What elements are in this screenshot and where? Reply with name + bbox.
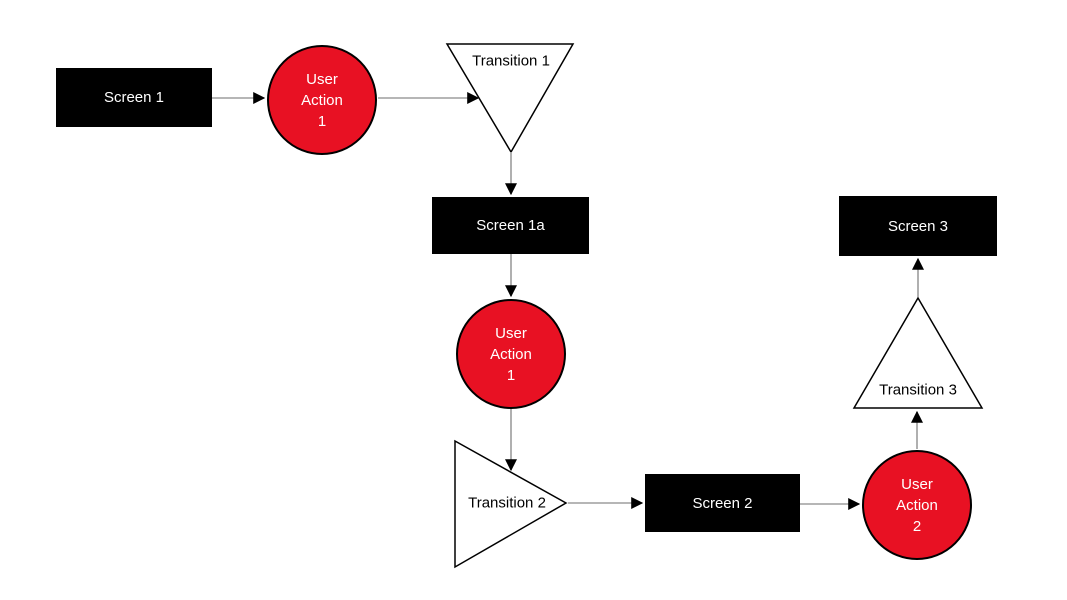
user-action-2-line2: Action xyxy=(896,496,938,514)
user-action-2-line3: 2 xyxy=(912,517,922,535)
user-action-1-second-line3: 1 xyxy=(506,366,516,384)
user-action-1-first-line1: User xyxy=(306,70,338,88)
user-action-1-first-node[interactable]: User Action 1 xyxy=(267,45,377,155)
screen-2-label: Screen 2 xyxy=(692,494,753,512)
transition-2-shape[interactable] xyxy=(454,439,568,569)
user-action-2-line1: User xyxy=(901,475,933,493)
screen-2-node[interactable]: Screen 2 xyxy=(645,474,800,532)
screen-1-node[interactable]: Screen 1 xyxy=(56,68,212,127)
user-action-1-first-line3: 1 xyxy=(317,112,327,130)
screen-1-label: Screen 1 xyxy=(103,89,165,106)
screen-3-label: Screen 3 xyxy=(887,217,949,235)
user-action-1-second-node[interactable]: User Action 1 xyxy=(456,299,566,409)
user-action-1-second-line2: Action xyxy=(490,345,532,363)
screen-1a-node[interactable]: Screen 1a xyxy=(432,197,589,254)
user-action-1-first-line2: Action xyxy=(301,91,343,109)
transition-3-label: Transition 3 xyxy=(879,381,957,399)
screen-3-node[interactable]: Screen 3 xyxy=(839,196,997,256)
user-action-1-second-line1: User xyxy=(495,324,527,342)
user-action-2-node[interactable]: User Action 2 xyxy=(862,450,972,560)
screen-1a-label: Screen 1a xyxy=(476,217,545,234)
transition-3-shape[interactable] xyxy=(852,296,984,409)
transition-1-label: Transition 1 xyxy=(472,52,550,70)
transition-2-label: Transition 2 xyxy=(468,494,546,512)
